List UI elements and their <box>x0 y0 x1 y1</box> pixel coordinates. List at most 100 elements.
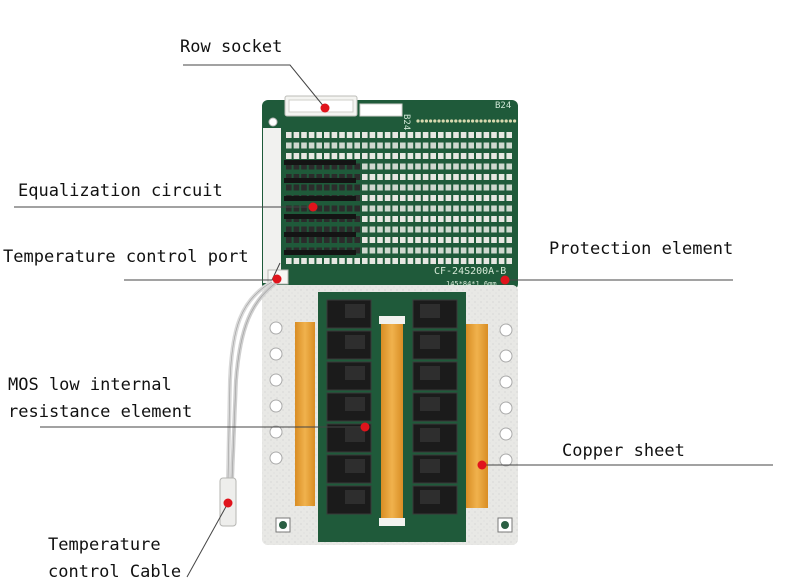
smd-component <box>407 132 414 138</box>
smd-component <box>331 174 338 180</box>
smd-component <box>407 163 414 170</box>
smd-component <box>293 132 300 138</box>
smd-component <box>308 184 315 191</box>
smd-component <box>369 184 376 191</box>
smd-component <box>438 153 444 159</box>
smd-component <box>301 205 307 212</box>
smd-component <box>331 153 338 159</box>
smd-component <box>308 132 315 138</box>
pin-pad <box>462 119 466 123</box>
smd-component <box>430 216 436 222</box>
hole-left <box>269 425 283 439</box>
smd-component <box>286 153 292 159</box>
smd-component <box>453 163 459 170</box>
label-protection-element: Protection element <box>549 239 734 259</box>
smd-component <box>384 174 391 180</box>
smd-component <box>438 237 444 243</box>
mosfet-tab <box>420 304 440 318</box>
smd-component <box>415 195 421 201</box>
smd-component <box>422 153 429 159</box>
smd-component <box>346 153 353 159</box>
smd-component <box>430 226 436 233</box>
smd-component <box>506 216 512 222</box>
smd-component <box>415 216 421 222</box>
smd-component <box>445 216 452 222</box>
smd-component <box>445 195 452 201</box>
smd-component <box>400 184 406 191</box>
smd-component <box>422 216 429 222</box>
smd-component <box>331 226 338 233</box>
smd-component <box>498 216 505 222</box>
smd-component <box>301 226 307 233</box>
smd-component <box>384 205 391 212</box>
hole-left <box>269 399 283 413</box>
board-silkscreen-id: CF-24S200A-B <box>434 266 506 277</box>
leader-temp-cable <box>186 502 229 578</box>
copper-sheet-right <box>466 324 488 508</box>
smd-component <box>301 184 307 191</box>
marker-temp-port <box>272 274 282 284</box>
smd-component <box>392 163 398 170</box>
smd-component <box>392 132 398 138</box>
smd-component <box>468 153 474 159</box>
smd-component <box>415 153 421 159</box>
smd-component <box>362 226 368 233</box>
smd-component <box>476 142 482 149</box>
smd-component <box>316 184 322 191</box>
smd-component <box>324 153 330 159</box>
smd-component <box>460 237 467 243</box>
smd-component <box>430 153 436 159</box>
smd-component <box>445 237 452 243</box>
smd-component <box>384 216 391 222</box>
pin-pad <box>513 119 517 123</box>
hole-right <box>499 427 513 441</box>
smd-component <box>476 216 482 222</box>
smd-component <box>339 237 345 243</box>
smd-component <box>384 247 391 254</box>
smd-component <box>438 226 444 233</box>
hole-right <box>499 349 513 363</box>
smd-component <box>324 142 330 149</box>
smd-component <box>400 195 406 201</box>
marker-temp-cable <box>223 498 233 508</box>
smd-component <box>460 205 467 212</box>
mosfet-tab <box>345 335 365 349</box>
hole-left <box>269 451 283 465</box>
marker-equalization <box>308 202 318 212</box>
smd-component <box>346 237 353 243</box>
smd-component <box>362 142 368 149</box>
pin-pad <box>429 119 433 123</box>
smd-component <box>377 184 383 191</box>
smd-component <box>506 205 512 212</box>
smd-component <box>369 163 376 170</box>
smd-component <box>460 142 467 149</box>
smd-component <box>506 153 512 159</box>
smd-component <box>392 216 398 222</box>
smd-component <box>308 174 315 180</box>
smd-component <box>483 258 490 264</box>
mosfet-tab <box>345 304 365 318</box>
smd-component <box>491 142 497 149</box>
smd-component <box>422 163 429 170</box>
smd-component <box>422 184 429 191</box>
smd-component <box>354 247 360 254</box>
smd-component <box>301 153 307 159</box>
smd-component <box>498 163 505 170</box>
smd-component <box>430 237 436 243</box>
smd-component <box>354 174 360 180</box>
smd-component <box>506 132 512 138</box>
smd-component <box>369 205 376 212</box>
smd-component <box>369 247 376 254</box>
smd-component <box>483 195 490 201</box>
hole-left <box>269 347 283 361</box>
smd-component <box>369 216 376 222</box>
smd-component <box>491 163 497 170</box>
smd-component <box>422 132 429 138</box>
smd-component <box>286 258 292 264</box>
smd-component <box>354 258 360 264</box>
smd-component <box>339 184 345 191</box>
smd-component <box>506 174 512 180</box>
smd-component <box>400 132 406 138</box>
smd-component <box>506 142 512 149</box>
smd-component <box>316 226 322 233</box>
